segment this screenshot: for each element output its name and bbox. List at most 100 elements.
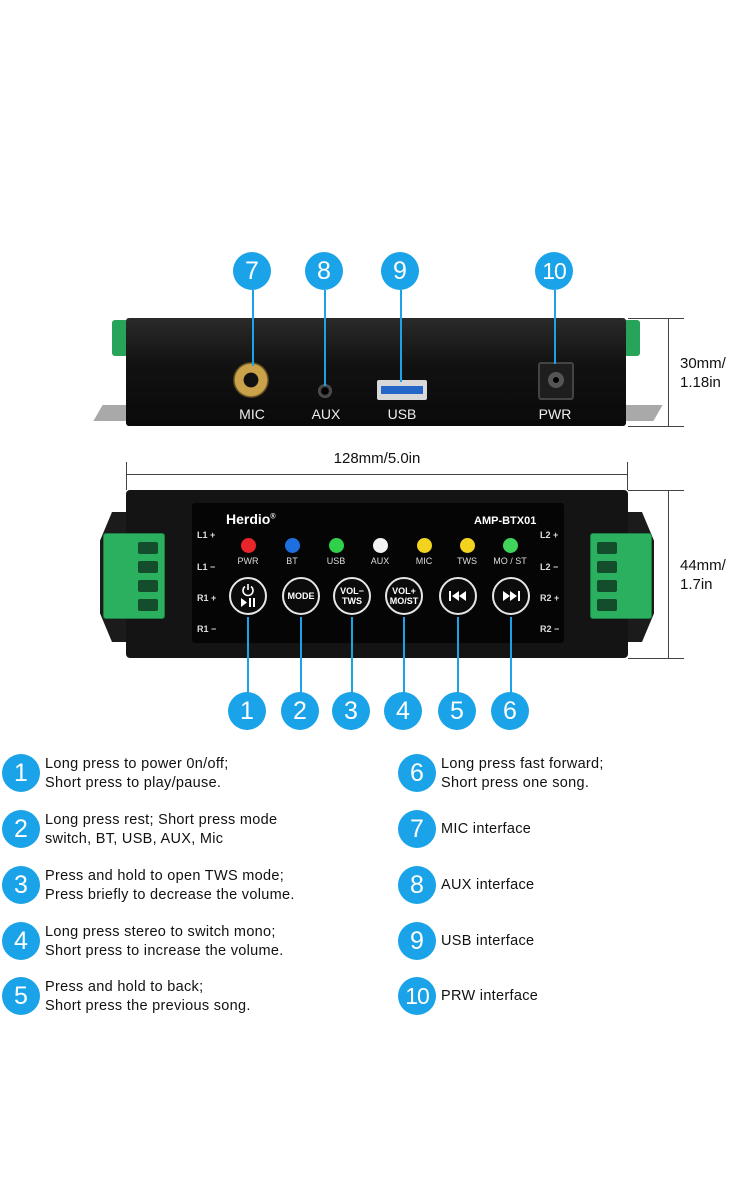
dimension-line-top-height bbox=[668, 318, 669, 426]
previous-track-button[interactable] bbox=[439, 577, 477, 615]
terminal-edge-left bbox=[112, 320, 128, 356]
mode-button[interactable]: MODE bbox=[282, 577, 320, 615]
port-label-usb: USB bbox=[387, 406, 417, 422]
legend-text-line: Press and hold to open TWS mode; bbox=[45, 868, 285, 884]
port-label-aux: AUX bbox=[311, 406, 341, 422]
power-play-pause-icon bbox=[241, 584, 255, 607]
callout-line-1 bbox=[247, 617, 249, 695]
legend-badge: 4 bbox=[2, 922, 40, 960]
legend-text-line: switch, BT, USB, AUX, Mic bbox=[45, 831, 224, 847]
callout-badge-10: 10 bbox=[535, 252, 573, 290]
dimension-tick bbox=[126, 462, 127, 490]
callout-line-8 bbox=[324, 290, 326, 386]
legend-text-line: Short press one song. bbox=[441, 775, 590, 791]
led-label: MIC bbox=[415, 556, 433, 566]
output-label-r2-plus: R2 + bbox=[540, 593, 560, 603]
play-pause-button[interactable] bbox=[229, 577, 267, 615]
callout-badge-1: 1 bbox=[228, 692, 266, 730]
dimension-tick bbox=[627, 462, 628, 490]
legend-text-line: Long press stereo to switch mono; bbox=[45, 924, 276, 940]
output-label-l1-minus: L1 − bbox=[197, 562, 216, 572]
callout-line-3 bbox=[351, 617, 353, 695]
legend-badge: 3 bbox=[2, 866, 40, 904]
legend-badge: 7 bbox=[398, 810, 436, 848]
legend-badge: 5 bbox=[2, 977, 40, 1015]
dimension-top-height: 30mm/ 1.18in bbox=[680, 355, 726, 391]
led-bt bbox=[285, 538, 300, 553]
next-track-button[interactable] bbox=[492, 577, 530, 615]
port-label-mic: MIC bbox=[239, 406, 265, 422]
callout-badge-9: 9 bbox=[381, 252, 419, 290]
legend-badge: 6 bbox=[398, 754, 436, 792]
led-label: BT bbox=[286, 556, 298, 566]
callout-badge-3: 3 bbox=[332, 692, 370, 730]
led-usb bbox=[329, 538, 344, 553]
callout-line-4 bbox=[403, 617, 405, 695]
led-label: PWR bbox=[237, 556, 259, 566]
callout-line-5 bbox=[457, 617, 459, 695]
legend-text-line: Short press the previous song. bbox=[45, 998, 251, 1014]
legend-text-line: MIC interface bbox=[441, 821, 532, 837]
aux-jack-icon bbox=[318, 384, 332, 398]
legend-text-line: Press briefly to decrease the volume. bbox=[45, 887, 295, 903]
legend-badge: 10 bbox=[398, 977, 436, 1015]
speaker-terminal-right bbox=[590, 533, 652, 619]
output-label-l2-plus: L2 + bbox=[540, 530, 559, 540]
dimension-tick bbox=[628, 658, 684, 659]
vol-down-tws-button[interactable]: VOL−TWS bbox=[333, 577, 371, 615]
control-panel bbox=[192, 503, 564, 643]
led-aux bbox=[373, 538, 388, 553]
legend-text-line: USB interface bbox=[441, 933, 535, 949]
port-label-pwr: PWR bbox=[538, 406, 572, 422]
output-label-r1-minus: R1 − bbox=[197, 624, 217, 634]
led-label: USB bbox=[326, 556, 346, 566]
led-label: AUX bbox=[370, 556, 390, 566]
led-tws bbox=[460, 538, 475, 553]
legend-badge: 9 bbox=[398, 922, 436, 960]
callout-line-2 bbox=[300, 617, 302, 695]
vol-up-mono-stereo-button[interactable]: VOL+MO/ST bbox=[385, 577, 423, 615]
dimension-line-width bbox=[126, 474, 628, 475]
callout-line-6 bbox=[510, 617, 512, 695]
callout-line-7 bbox=[252, 290, 254, 366]
legend-text-line: Short press to increase the volume. bbox=[45, 943, 284, 959]
dimension-tick bbox=[628, 426, 684, 427]
legend-text-line: AUX interface bbox=[441, 877, 535, 893]
terminal-edge-right bbox=[624, 320, 640, 356]
legend-badge: 8 bbox=[398, 866, 436, 904]
output-label-r1-plus: R1 + bbox=[197, 593, 217, 603]
callout-badge-4: 4 bbox=[384, 692, 422, 730]
model-label: AMP-BTX01 bbox=[474, 515, 537, 527]
dimension-width: 128mm/5.0in bbox=[126, 450, 628, 467]
callout-badge-7: 7 bbox=[233, 252, 271, 290]
callout-line-10 bbox=[554, 290, 556, 364]
output-label-l1-plus: L1 + bbox=[197, 530, 216, 540]
dimension-line-front-height bbox=[668, 490, 669, 658]
dimension-tick bbox=[628, 318, 684, 319]
dimension-tick bbox=[628, 490, 684, 491]
legend-text-line: Long press fast forward; bbox=[441, 756, 604, 772]
led-label: TWS bbox=[457, 556, 477, 566]
legend-badge: 1 bbox=[2, 754, 40, 792]
usb-port-icon bbox=[377, 380, 427, 400]
previous-track-icon bbox=[449, 591, 466, 601]
output-label-l2-minus: L2 − bbox=[540, 562, 559, 572]
legend-text-line: Long press to power 0n/off; bbox=[45, 756, 229, 772]
callout-badge-2: 2 bbox=[281, 692, 319, 730]
legend-text-line: Long press rest; Short press mode bbox=[45, 812, 278, 828]
brand-logo: Herdio® bbox=[226, 511, 276, 527]
legend-text-line: Press and hold to back; bbox=[45, 979, 204, 995]
callout-badge-6: 6 bbox=[491, 692, 529, 730]
led-pwr bbox=[241, 538, 256, 553]
callout-badge-8: 8 bbox=[305, 252, 343, 290]
callout-line-9 bbox=[400, 290, 402, 382]
led-mic bbox=[417, 538, 432, 553]
mic-jack-icon bbox=[233, 362, 269, 398]
legend-text-line: Short press to play/pause. bbox=[45, 775, 222, 791]
speaker-terminal-left bbox=[103, 533, 165, 619]
dimension-front-height: 44mm/ 1.7in bbox=[680, 557, 726, 593]
callout-badge-5: 5 bbox=[438, 692, 476, 730]
led-mo-st bbox=[503, 538, 518, 553]
led-label: MO / ST bbox=[493, 556, 527, 566]
next-track-icon bbox=[503, 591, 520, 601]
